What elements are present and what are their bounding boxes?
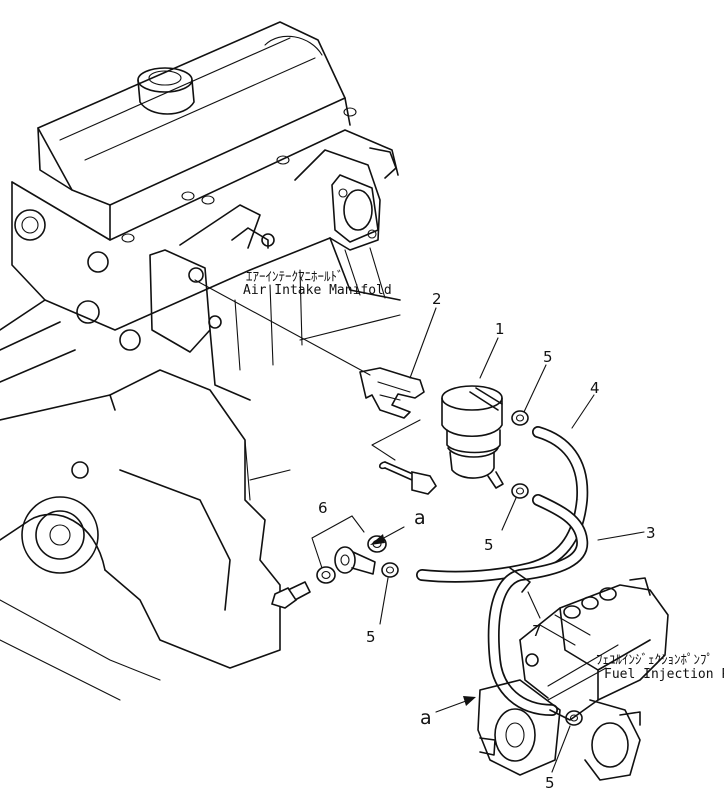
callout-5-lower-left: 5 xyxy=(366,628,376,646)
callout-4: 4 xyxy=(590,379,600,397)
leader-manifold-bracket xyxy=(194,279,371,376)
callout-7: 7 xyxy=(532,622,542,640)
fuel-filter-part-1 xyxy=(441,385,504,489)
callout-a-upper: a xyxy=(414,507,426,529)
fuel-pump-label-jp: ﾌｪﾕﾙｲﾝｼﾞｪｸｼｮﾝﾎﾟﾝﾌﾟ xyxy=(596,653,713,668)
clip-middle xyxy=(511,483,529,499)
air-intake-label-en: Air Intake Manifold xyxy=(243,283,392,298)
fuel-injection-pump xyxy=(477,577,669,781)
bolt xyxy=(378,461,438,495)
clip-upper xyxy=(511,410,529,426)
hose-part-4 xyxy=(416,426,589,583)
callout-5-middle: 5 xyxy=(484,536,494,554)
callout-6: 6 xyxy=(318,499,328,517)
callout-1: 1 xyxy=(495,320,505,338)
bracket-part-2 xyxy=(359,367,425,461)
fuel-pump-label-en: Fuel Injection Pump xyxy=(604,667,724,682)
leader-lines xyxy=(311,307,645,773)
clip-lower-left xyxy=(381,562,399,578)
engine-block xyxy=(0,21,401,701)
callout-5-upper: 5 xyxy=(543,348,553,366)
callout-3: 3 xyxy=(646,524,656,542)
clip-lower-right xyxy=(565,710,583,726)
callout-5-lower-right: 5 xyxy=(545,774,555,790)
banjo-fitting-part-6 xyxy=(271,535,387,609)
callout-a-lower: a xyxy=(420,707,432,729)
callout-2: 2 xyxy=(432,290,442,308)
air-intake-label-jp: ｴｱｰｲﾝﾃｰｸﾏﾆﾎｰﾙﾄﾞ xyxy=(246,270,344,285)
hose-clamp-part-7 xyxy=(509,567,531,593)
